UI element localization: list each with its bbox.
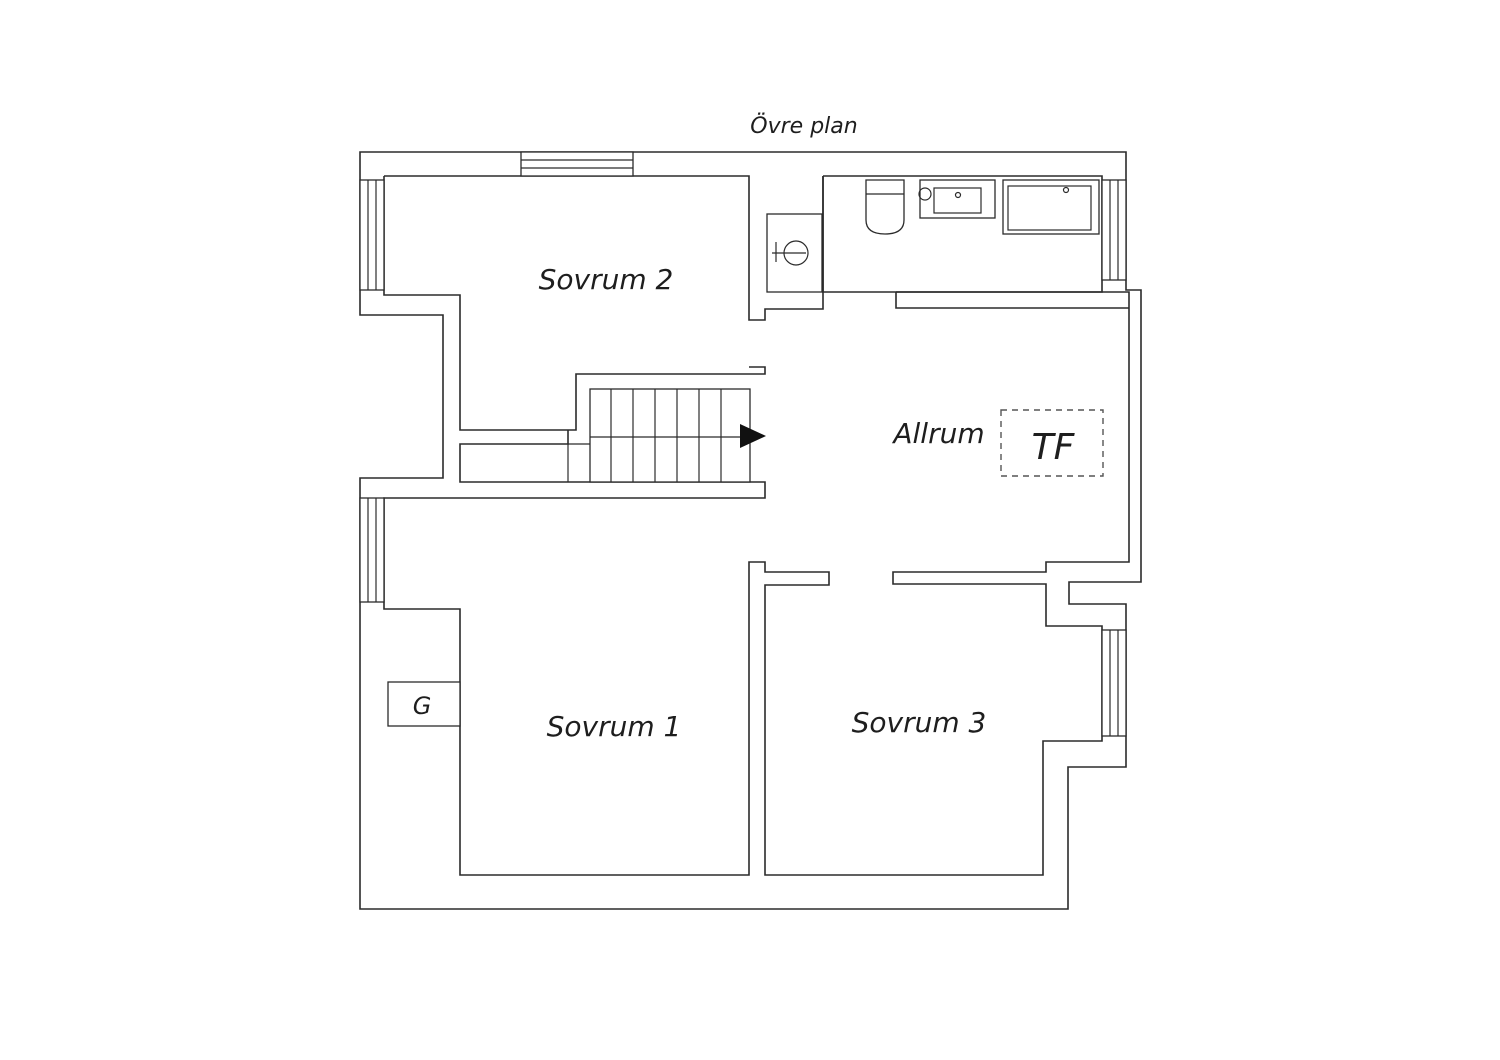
- small-sink: [766, 213, 823, 293]
- bathtub-icon: [1002, 179, 1100, 235]
- sovrum2-inner: [383, 176, 766, 431]
- washbasin-icon: [918, 179, 996, 219]
- allrum-top-wall: [383, 291, 1130, 876]
- g-label: G: [413, 692, 432, 720]
- window-left-lower: [359, 497, 385, 603]
- window-left-upper: [359, 179, 385, 291]
- room-label-sovrum3: Sovrum 3: [852, 706, 987, 739]
- toilet-icon: [865, 179, 905, 235]
- g-box: [387, 681, 461, 727]
- window-right-sovrum3: [1101, 629, 1127, 737]
- window-right-bath: [1101, 179, 1127, 281]
- tf-label: TF: [1032, 427, 1076, 468]
- window-top: [520, 151, 634, 177]
- plan-title: Övre plan: [750, 113, 857, 139]
- room-label-sovrum1: Sovrum 1: [547, 710, 682, 743]
- room-label-sovrum2: Sovrum 2: [539, 263, 674, 296]
- sovrum2-wall: [384, 175, 824, 321]
- room-label-allrum: Allrum: [891, 417, 984, 450]
- outer-wall: [359, 151, 1142, 910]
- stair-arrow-icon: [740, 424, 766, 448]
- staircase: [567, 388, 766, 483]
- allrum-top-wall-2: [895, 292, 1129, 309]
- tf-box: [1000, 409, 1104, 477]
